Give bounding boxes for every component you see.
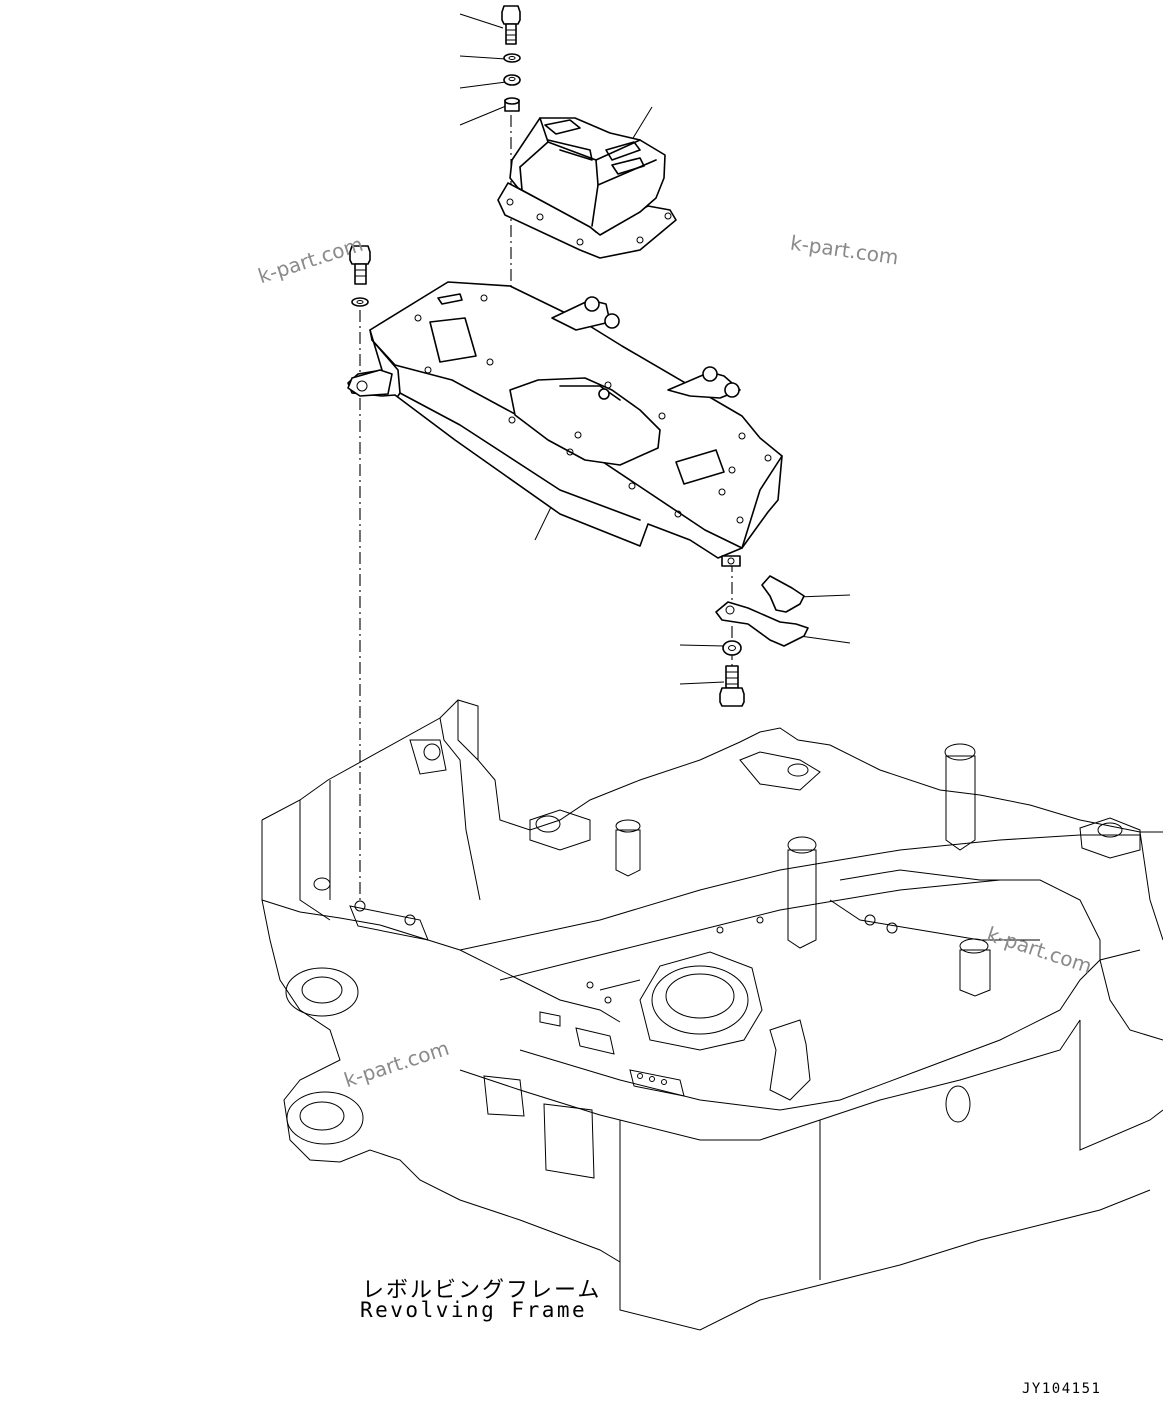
small-parts-right	[715, 575, 809, 707]
bolt-top	[501, 5, 521, 45]
frame-label-en: Revolving Frame	[360, 1298, 588, 1322]
nut-cap	[504, 97, 520, 112]
revolving-frame	[261, 699, 1163, 1331]
bolt-left	[349, 245, 371, 285]
frame-label-jp: レボルビングフレーム	[362, 1278, 602, 1303]
washer-1	[503, 53, 521, 63]
cover-hood	[497, 117, 677, 259]
drawing-code: JY104151	[1022, 1381, 1102, 1397]
washer-left	[351, 297, 369, 307]
washer-2	[503, 74, 521, 86]
leader-lines	[459, 13, 851, 685]
bracket-plate	[347, 281, 783, 567]
